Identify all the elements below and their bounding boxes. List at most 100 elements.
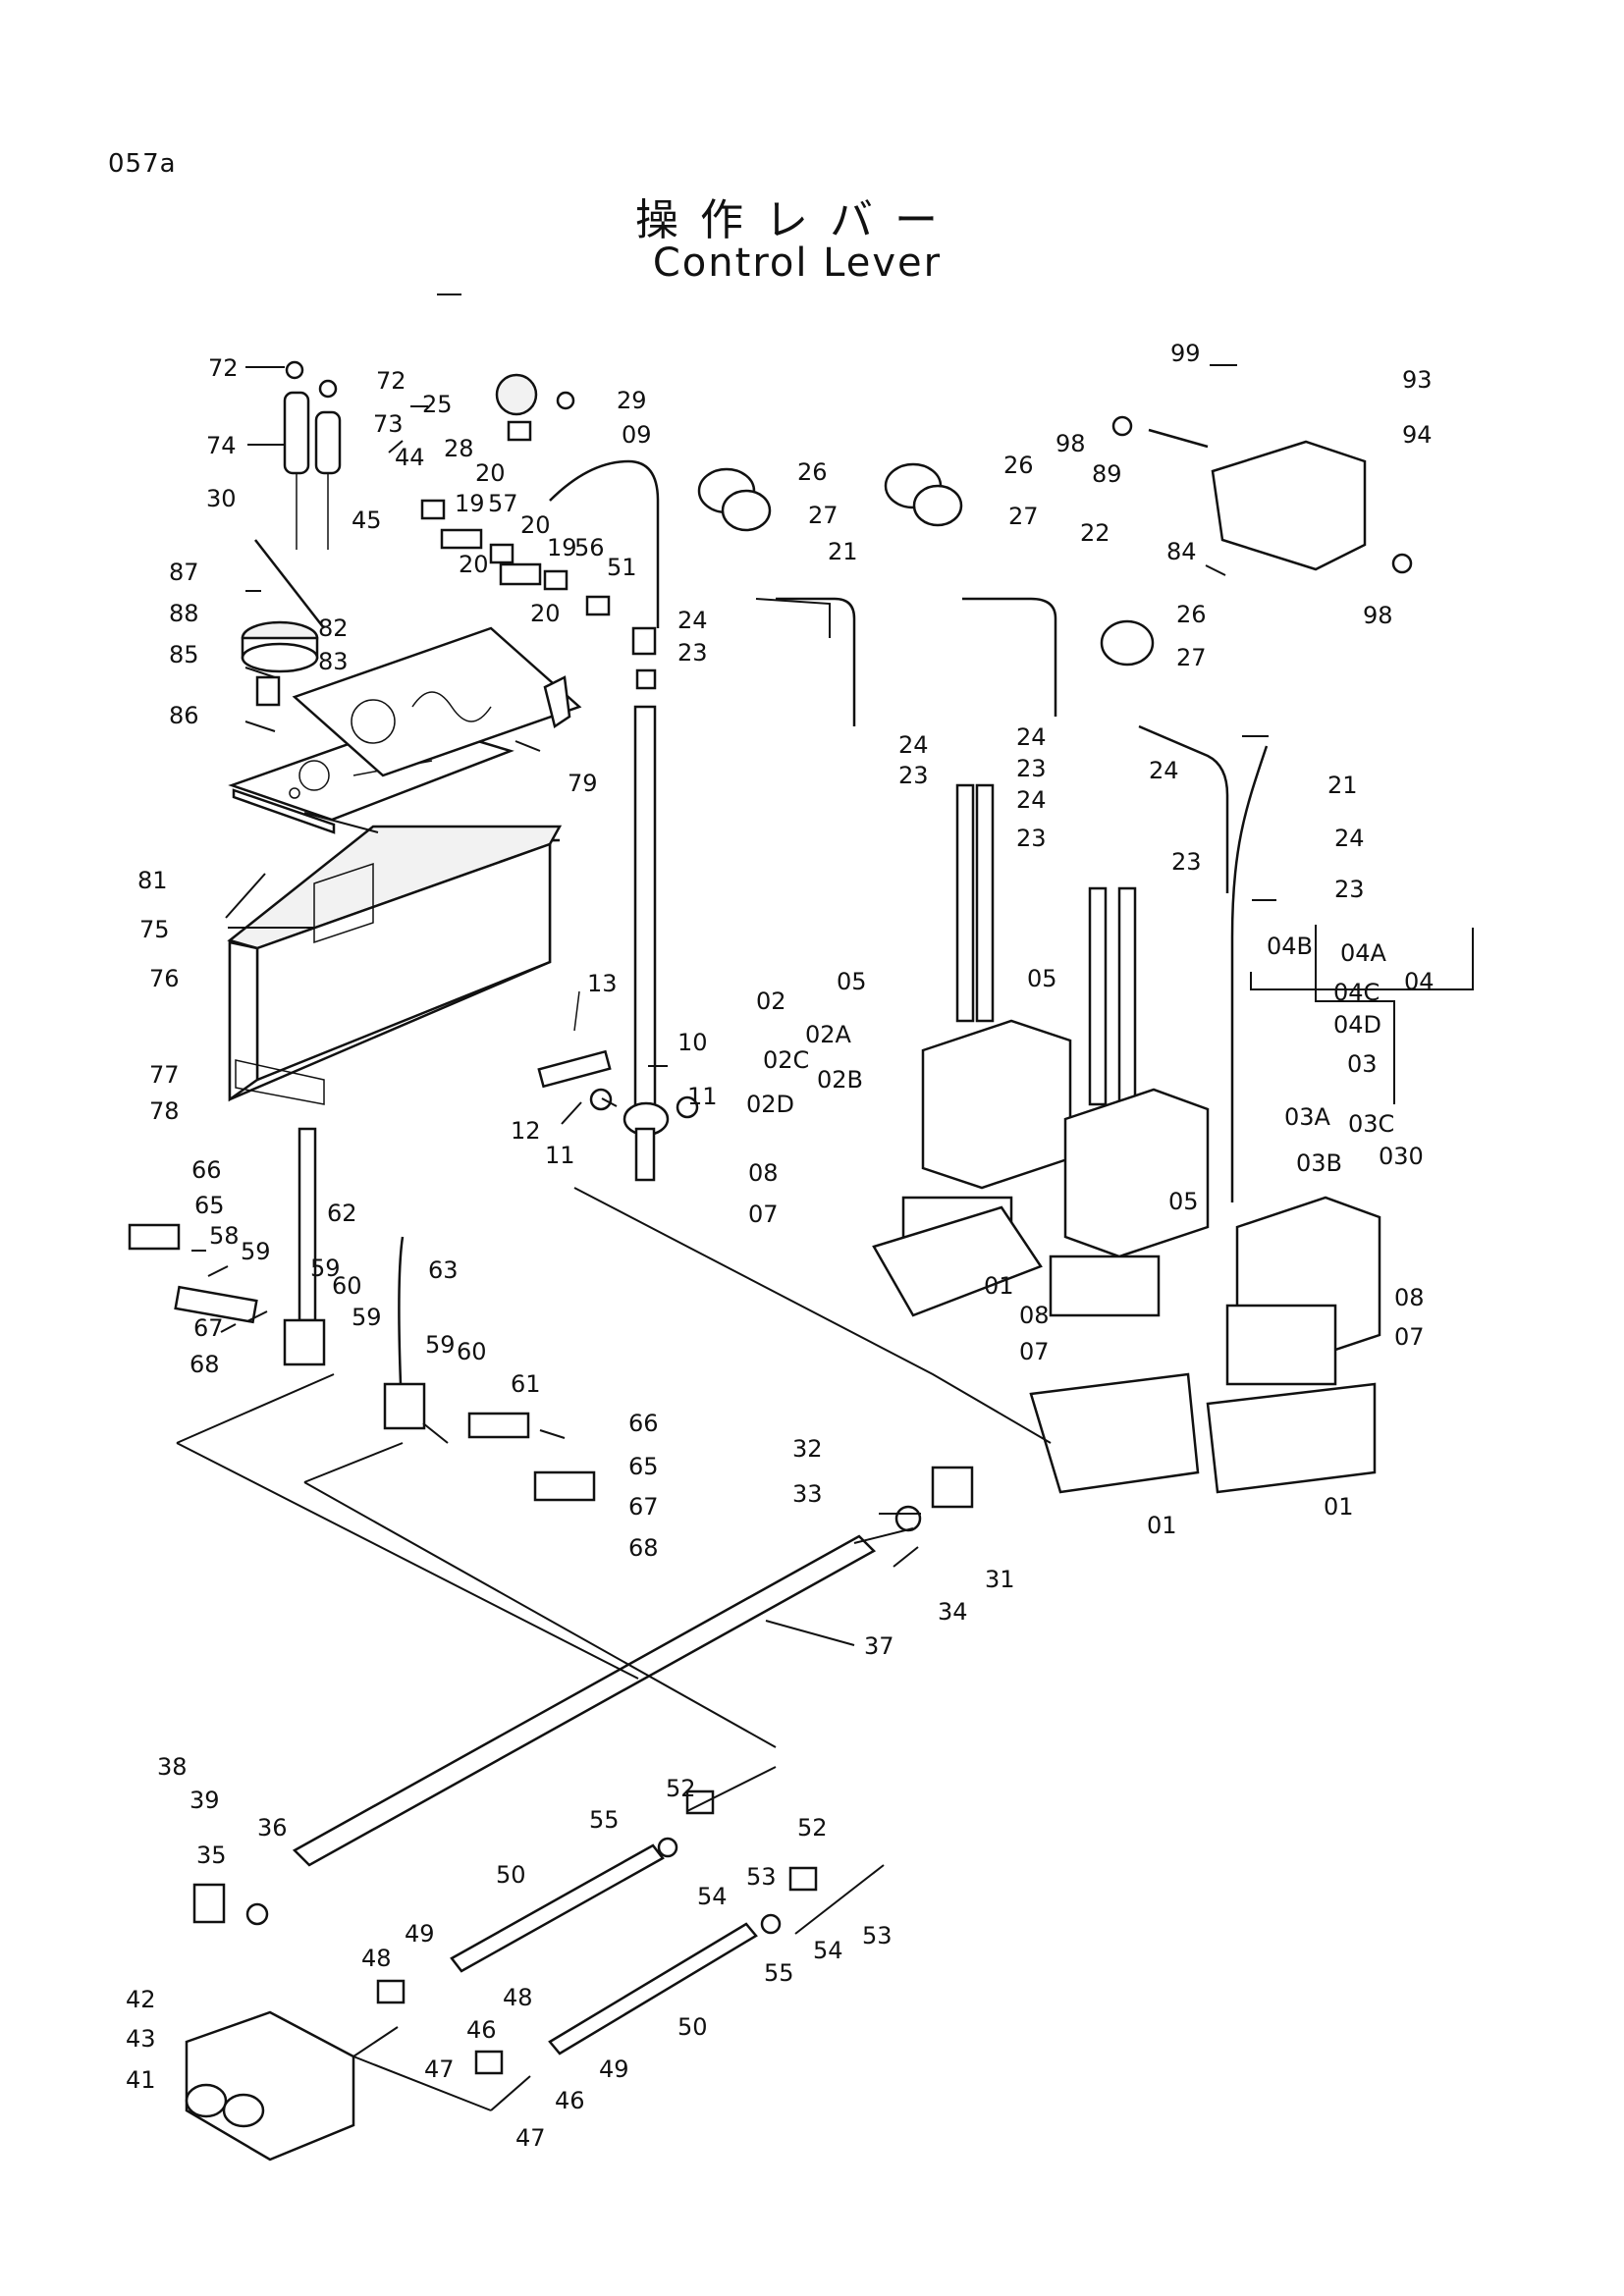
pilot-valve-02 [901,783,1072,1258]
callout-28: 28 [444,435,474,462]
callout-66: 66 [628,1410,659,1437]
callout-45: 45 [352,507,382,534]
callout-24: 24 [1334,825,1365,852]
callout-23: 23 [898,762,929,789]
callout-89: 89 [1092,460,1122,488]
grip-knobs-right [697,462,1229,893]
callout-34: 34 [938,1598,968,1626]
callout-05: 05 [1168,1188,1199,1215]
lever-62-63 [174,1127,530,1439]
callout-12: 12 [511,1117,541,1145]
callout-02A: 02A [805,1021,852,1048]
callout-65: 65 [628,1453,659,1480]
callout-50: 50 [496,1861,526,1889]
callout-04D: 04D [1333,1011,1381,1039]
callout-93: 93 [1402,366,1433,394]
callout-31: 31 [985,1566,1015,1593]
long-rod-37 [292,1534,877,1867]
callout-59: 59 [352,1304,382,1331]
callout-98: 98 [1363,602,1393,629]
callout-24: 24 [677,607,708,634]
callout-44: 44 [395,444,425,471]
callout-68: 68 [628,1534,659,1562]
callout-53: 53 [862,1922,893,1949]
console-box [227,825,563,1105]
callout-02D: 02D [746,1091,794,1118]
callout-26: 26 [1176,601,1207,628]
callout-46: 46 [555,2087,585,2114]
callout-82: 82 [318,614,349,642]
callout-02C: 02C [763,1046,809,1074]
callout-60: 60 [332,1272,362,1300]
callout-01: 01 [1147,1512,1177,1539]
callout-66: 66 [191,1156,222,1184]
callout-24: 24 [898,731,929,759]
callout-76: 76 [149,965,180,992]
callout-51: 51 [607,554,637,581]
title-japanese: 操作レバー [635,195,959,245]
callout-03C: 03C [1348,1110,1394,1138]
callout-39: 39 [189,1787,220,1814]
callout-55: 55 [589,1806,620,1834]
callout-26: 26 [1003,452,1034,479]
callout-59: 59 [310,1255,341,1282]
callout-08: 08 [1019,1302,1050,1329]
callout-04: 04 [1404,968,1435,995]
pilot-valve-03 [1225,745,1381,1386]
callout-24: 24 [1016,786,1047,814]
callout-19: 19 [455,490,485,517]
callout-21: 21 [1327,772,1358,799]
callout-03B: 03B [1296,1149,1342,1177]
callout-54: 54 [697,1883,728,1910]
title-english: Control Lever [652,240,943,286]
callout-65: 65 [194,1192,225,1219]
callout-05: 05 [1027,965,1057,992]
callout-47: 47 [515,2124,546,2152]
callout-25: 25 [422,391,453,418]
callout-24: 24 [1149,757,1179,784]
callout-02B: 02B [817,1066,863,1094]
callout-20: 20 [520,511,551,539]
callout-49: 49 [599,2056,629,2083]
callout-labels: 72 72 73 74 25 29 28 20 09 44 45 19 57 2… [126,340,1435,2152]
callout-83: 83 [318,648,349,675]
callout-05: 05 [837,968,867,995]
callout-85: 85 [169,641,199,668]
callout-57: 57 [488,490,518,517]
callout-23: 23 [1016,755,1047,782]
callout-63: 63 [428,1256,459,1284]
callout-72: 72 [208,354,239,382]
callout-50: 50 [677,2013,708,2041]
rods-50 [450,1843,758,2056]
callout-27: 27 [1176,644,1207,671]
callout-24: 24 [1016,723,1047,751]
callout-75: 75 [139,916,170,943]
callout-38: 38 [157,1753,188,1781]
bracket-84 [1111,415,1413,574]
callout-02: 02 [756,988,786,1015]
callout-07: 07 [1019,1338,1050,1365]
callout-73: 73 [373,410,404,438]
callout-23: 23 [1334,876,1365,903]
callout-47: 47 [424,2056,455,2083]
callout-13: 13 [587,970,618,997]
callout-42: 42 [126,1986,156,2013]
callout-03: 03 [1347,1050,1378,1078]
callout-77: 77 [149,1061,180,1089]
callout-22: 22 [1080,519,1110,547]
callout-67: 67 [193,1314,224,1342]
callout-55: 55 [764,1959,794,1987]
pilot-valve-04 [1049,886,1210,1317]
callout-27: 27 [808,502,839,529]
callout-27: 27 [1008,503,1039,530]
valve-base-plates [872,1205,1377,1494]
callout-79: 79 [568,770,598,797]
callout-52: 52 [797,1814,828,1842]
callout-49: 49 [405,1920,435,1948]
callout-99: 99 [1170,340,1201,367]
callout-54: 54 [813,1937,843,1964]
callout-86: 86 [169,702,199,729]
callout-01: 01 [984,1272,1014,1300]
callout-61: 61 [511,1370,541,1398]
